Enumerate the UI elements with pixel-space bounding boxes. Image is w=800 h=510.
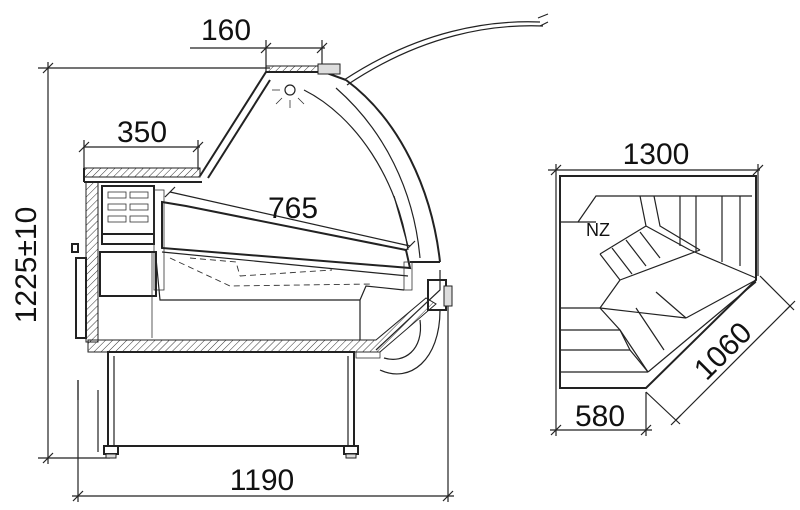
height-dimension-label: 1225±10	[10, 207, 43, 324]
side-view: 1225±10 1190 160 350	[10, 13, 549, 502]
height-dimension: 1225±10	[10, 62, 270, 464]
top-view: 1300 1060 580	[548, 138, 796, 436]
shelf-depth-dimension-label: 350	[117, 116, 167, 149]
rear-worktop	[83, 167, 202, 183]
glass-top-dimension-label: 160	[201, 14, 251, 47]
display-pan	[161, 195, 440, 291]
shelf-depth-dimension: 350	[78, 116, 204, 170]
top-length-dimension-label: 1300	[623, 138, 690, 171]
rear-cabinet	[71, 181, 165, 343]
glass-canopy	[199, 13, 549, 263]
side-length-dimension-label: 1060	[688, 316, 759, 387]
glass-top-dimension: 160	[190, 14, 328, 72]
front-depth-dimension-label: 580	[575, 400, 625, 433]
cabinet-body	[155, 257, 453, 375]
side-length-dimension: 1060	[645, 275, 796, 426]
corner-type-label: NZ	[586, 220, 610, 240]
support-frame	[77, 351, 359, 459]
length-dimension: 1190	[72, 290, 454, 502]
display-depth-dimension-label: 765	[268, 192, 318, 225]
length-dimension-label: 1190	[230, 464, 295, 497]
base-slab	[87, 297, 437, 359]
top-length-dimension: 1300	[548, 138, 764, 390]
corner-counter-outline	[559, 175, 757, 389]
display-depth-dimension: 765	[164, 186, 416, 252]
front-depth-dimension: 580	[550, 390, 652, 436]
